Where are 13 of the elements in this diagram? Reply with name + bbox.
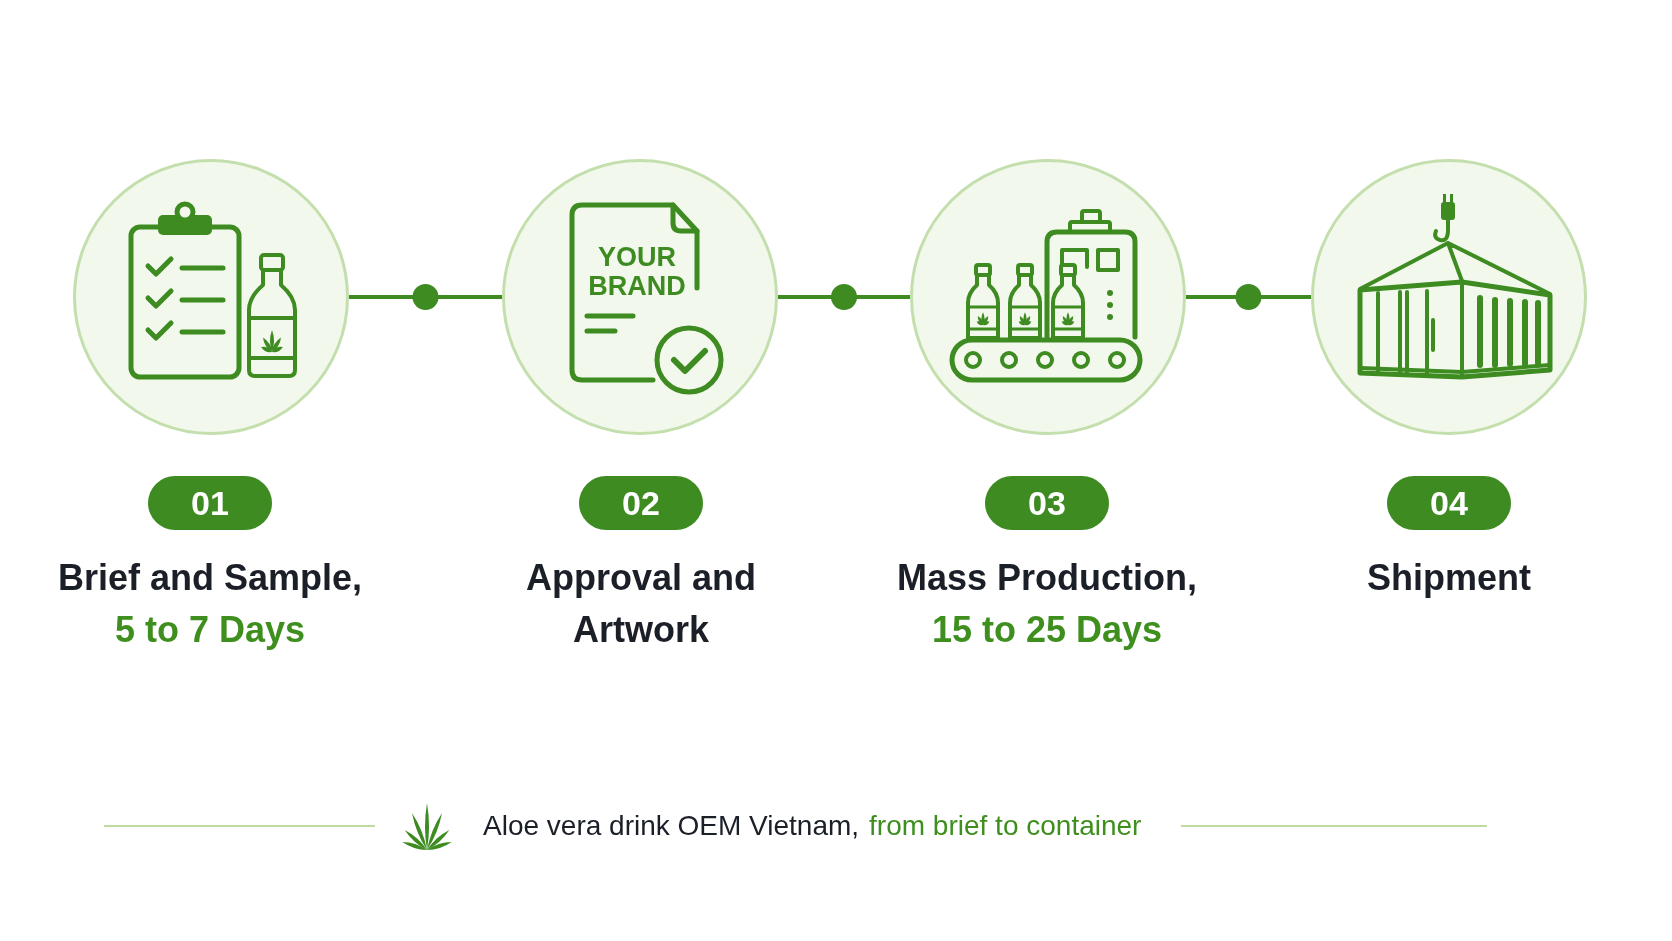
step-number-badge: 02 (579, 476, 703, 530)
step-duration: 5 to 7 Days (113, 608, 307, 652)
document-text: YOUR BRAND (587, 243, 687, 301)
footer-highlight-text: from brief to container (869, 810, 1142, 842)
step-duration: 15 to 25 Days (930, 608, 1164, 652)
step-number-badge: 03 (985, 476, 1109, 530)
step-title: Shipment (1366, 556, 1532, 600)
step-title: Brief and Sample, (56, 556, 364, 600)
footer-text: Aloe vera drink OEM Vietnam, (483, 810, 860, 842)
step-number-badge: 01 (148, 476, 272, 530)
step-title: Mass Production, (895, 556, 1198, 600)
step-title: Approval and Artwork (525, 556, 757, 652)
step-number-badge: 04 (1387, 476, 1511, 530)
